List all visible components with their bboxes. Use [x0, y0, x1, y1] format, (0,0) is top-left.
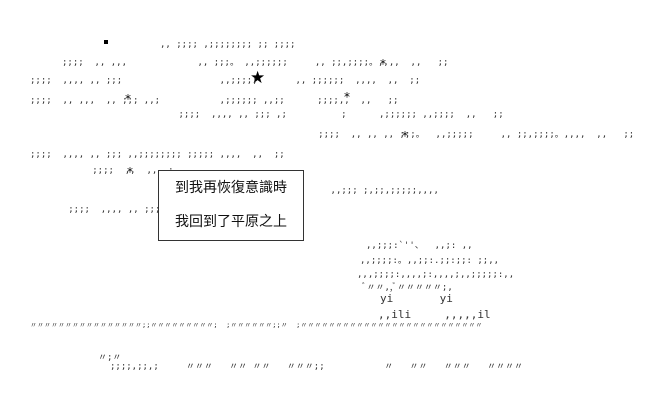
ascii-ground-row: ;;;;,;;,; 〃〃〃 〃〃 〃〃 〃〃〃;; 〃 〃〃 〃〃〃 〃〃〃〃 — [110, 362, 523, 372]
black-star-icon: ★ — [250, 68, 266, 88]
ascii-sky-row: ;;;; ,,,, ,, ;;; ,,;;;;; ,, ;;;;;; ,,,, … — [30, 76, 421, 86]
ascii-figure-row: ,,;;;:`''、 ,,;: ,, — [366, 241, 473, 251]
subtitle-line-2: 我回到了平原之上 — [175, 214, 287, 230]
ascii-figure-row: yi yi — [380, 292, 453, 305]
ascii-sky-row: ;;;; ,,,, ,, ;;; ,; ; ,;;;;;; ,,;;;; ,, … — [146, 110, 504, 120]
ascii-sky-row: ;;;; ,,,, ,, ;;; ,,;;;;;;;; ;;;;; ,,,, ,… — [30, 150, 285, 160]
sparkle-icon: * — [380, 57, 386, 71]
sparkle-icon: * — [344, 90, 350, 104]
ascii-sky-row: ,, ;;;; ,;;;;;;;; ;; ;;;; — [160, 40, 296, 50]
subtitle-box: 到我再恢復意識時 我回到了平原之上 — [158, 170, 304, 241]
ascii-figure-row: ,,;;;;:。,,;;:.;;:;;: ;;,, — [360, 256, 500, 266]
sparkle-icon: * — [127, 165, 133, 179]
ascii-figure-row: ,,,;;;;:,,,,;:,,,,;,,;;;;;:,, — [357, 270, 515, 280]
sparkle-icon: * — [402, 129, 408, 143]
subtitle-line-1: 到我再恢復意識時 — [175, 180, 287, 196]
ascii-sky-row: ;;;; ,, ,, ,, ;;;。 ,,;;;;; ,, ;;,;;;;。,,… — [264, 130, 635, 140]
ascii-figure-row: ,,ili ,,,,,il — [378, 308, 491, 321]
dot-mark — [104, 40, 108, 44]
sparkle-icon: * — [125, 92, 131, 106]
ascii-ground-row: 〃;〃 — [98, 353, 122, 363]
ascii-figure-row: ﾞ〃〃,,ﾞ〃〃〃〃〃;, — [362, 283, 453, 293]
ascii-ground-row: 〃〃〃〃〃〃〃〃〃〃〃〃〃〃〃〃;;〃〃〃〃〃〃〃〃〃; ;〃〃〃〃〃〃;;〃 … — [30, 321, 483, 329]
ascii-sky-row: ;;;; ,, ,,, ,, ;;; ,,; ,;;;;;; ,,;; ;;;;… — [30, 96, 399, 106]
ascii-sky-row: ;;;; ,, ,,, ,, ;;;。 ,,;;;;;; ,, ;;,;;;;。… — [62, 58, 449, 68]
